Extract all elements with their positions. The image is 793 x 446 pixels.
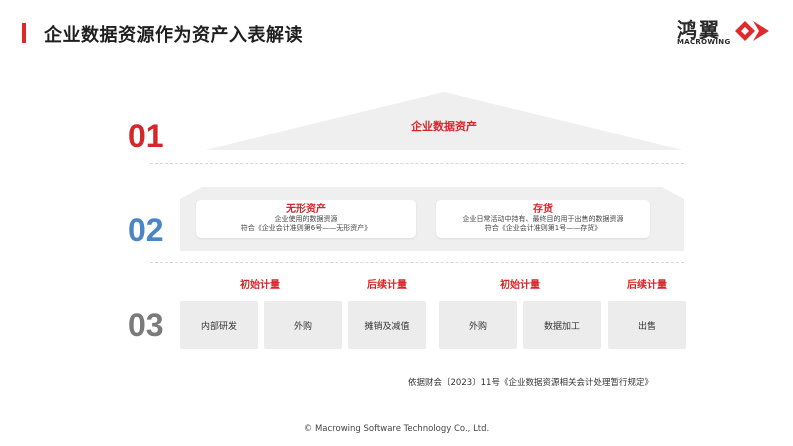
leaf-sale: 出售 <box>608 301 686 349</box>
title-accent-bar <box>22 23 26 43</box>
roof-triangle <box>205 92 683 150</box>
subsequent-measurement-heading: 后续计量 <box>367 280 407 291</box>
row-number-01: 01 <box>128 118 164 154</box>
card-standard: 符合《企业会计准则第1号——存货》 <box>484 224 602 232</box>
initial-measurement-heading: 初始计量 <box>500 280 540 291</box>
logo-diamond-icon <box>735 21 769 41</box>
card-title: 存货 <box>533 204 553 215</box>
subsequent-measurement-heading: 后续计量 <box>627 280 667 291</box>
row-number-03: 03 <box>128 307 164 343</box>
source-note: 依据财会〔2023〕11号《企业数据资源相关会计处理暂行规定》 <box>408 378 653 388</box>
leaf-amortization-impairment: 摊销及减值 <box>348 301 426 349</box>
card-description: 企业使用的数据资源 <box>274 215 338 223</box>
inventory-card: 存货 企业日常活动中持有、最终目的用于出售的数据资源 符合《企业会计准则第1号—… <box>436 200 650 238</box>
row-number-02: 02 <box>128 212 164 248</box>
leaf-internal-rd: 内部研发 <box>180 301 258 349</box>
logo-english-text: MACROWING <box>677 38 731 46</box>
card-description: 企业日常活动中持有、最终目的用于出售的数据资源 <box>462 215 624 223</box>
copyright-footer: © Macrowing Software Technology Co., Ltd… <box>303 424 490 434</box>
leaf-purchase: 外购 <box>439 301 517 349</box>
card-standard: 符合《企业会计准则第6号——无形资产》 <box>240 224 372 232</box>
initial-measurement-heading: 初始计量 <box>240 280 280 291</box>
logo-chinese-text: 鸿翼 <box>677 18 721 42</box>
leaf-data-processing: 数据加工 <box>523 301 601 349</box>
enterprise-data-asset-label: 企业数据资产 <box>411 120 477 133</box>
row-separator <box>150 163 684 164</box>
intangible-asset-card: 无形资产 企业使用的数据资源 符合《企业会计准则第6号——无形资产》 <box>196 200 416 238</box>
page-title: 企业数据资源作为资产入表解读 <box>44 25 303 46</box>
leaf-purchase: 外购 <box>264 301 342 349</box>
card-title: 无形资产 <box>286 204 326 215</box>
company-logo: 鸿翼 MACROWING <box>677 14 773 50</box>
row-separator <box>150 262 684 263</box>
